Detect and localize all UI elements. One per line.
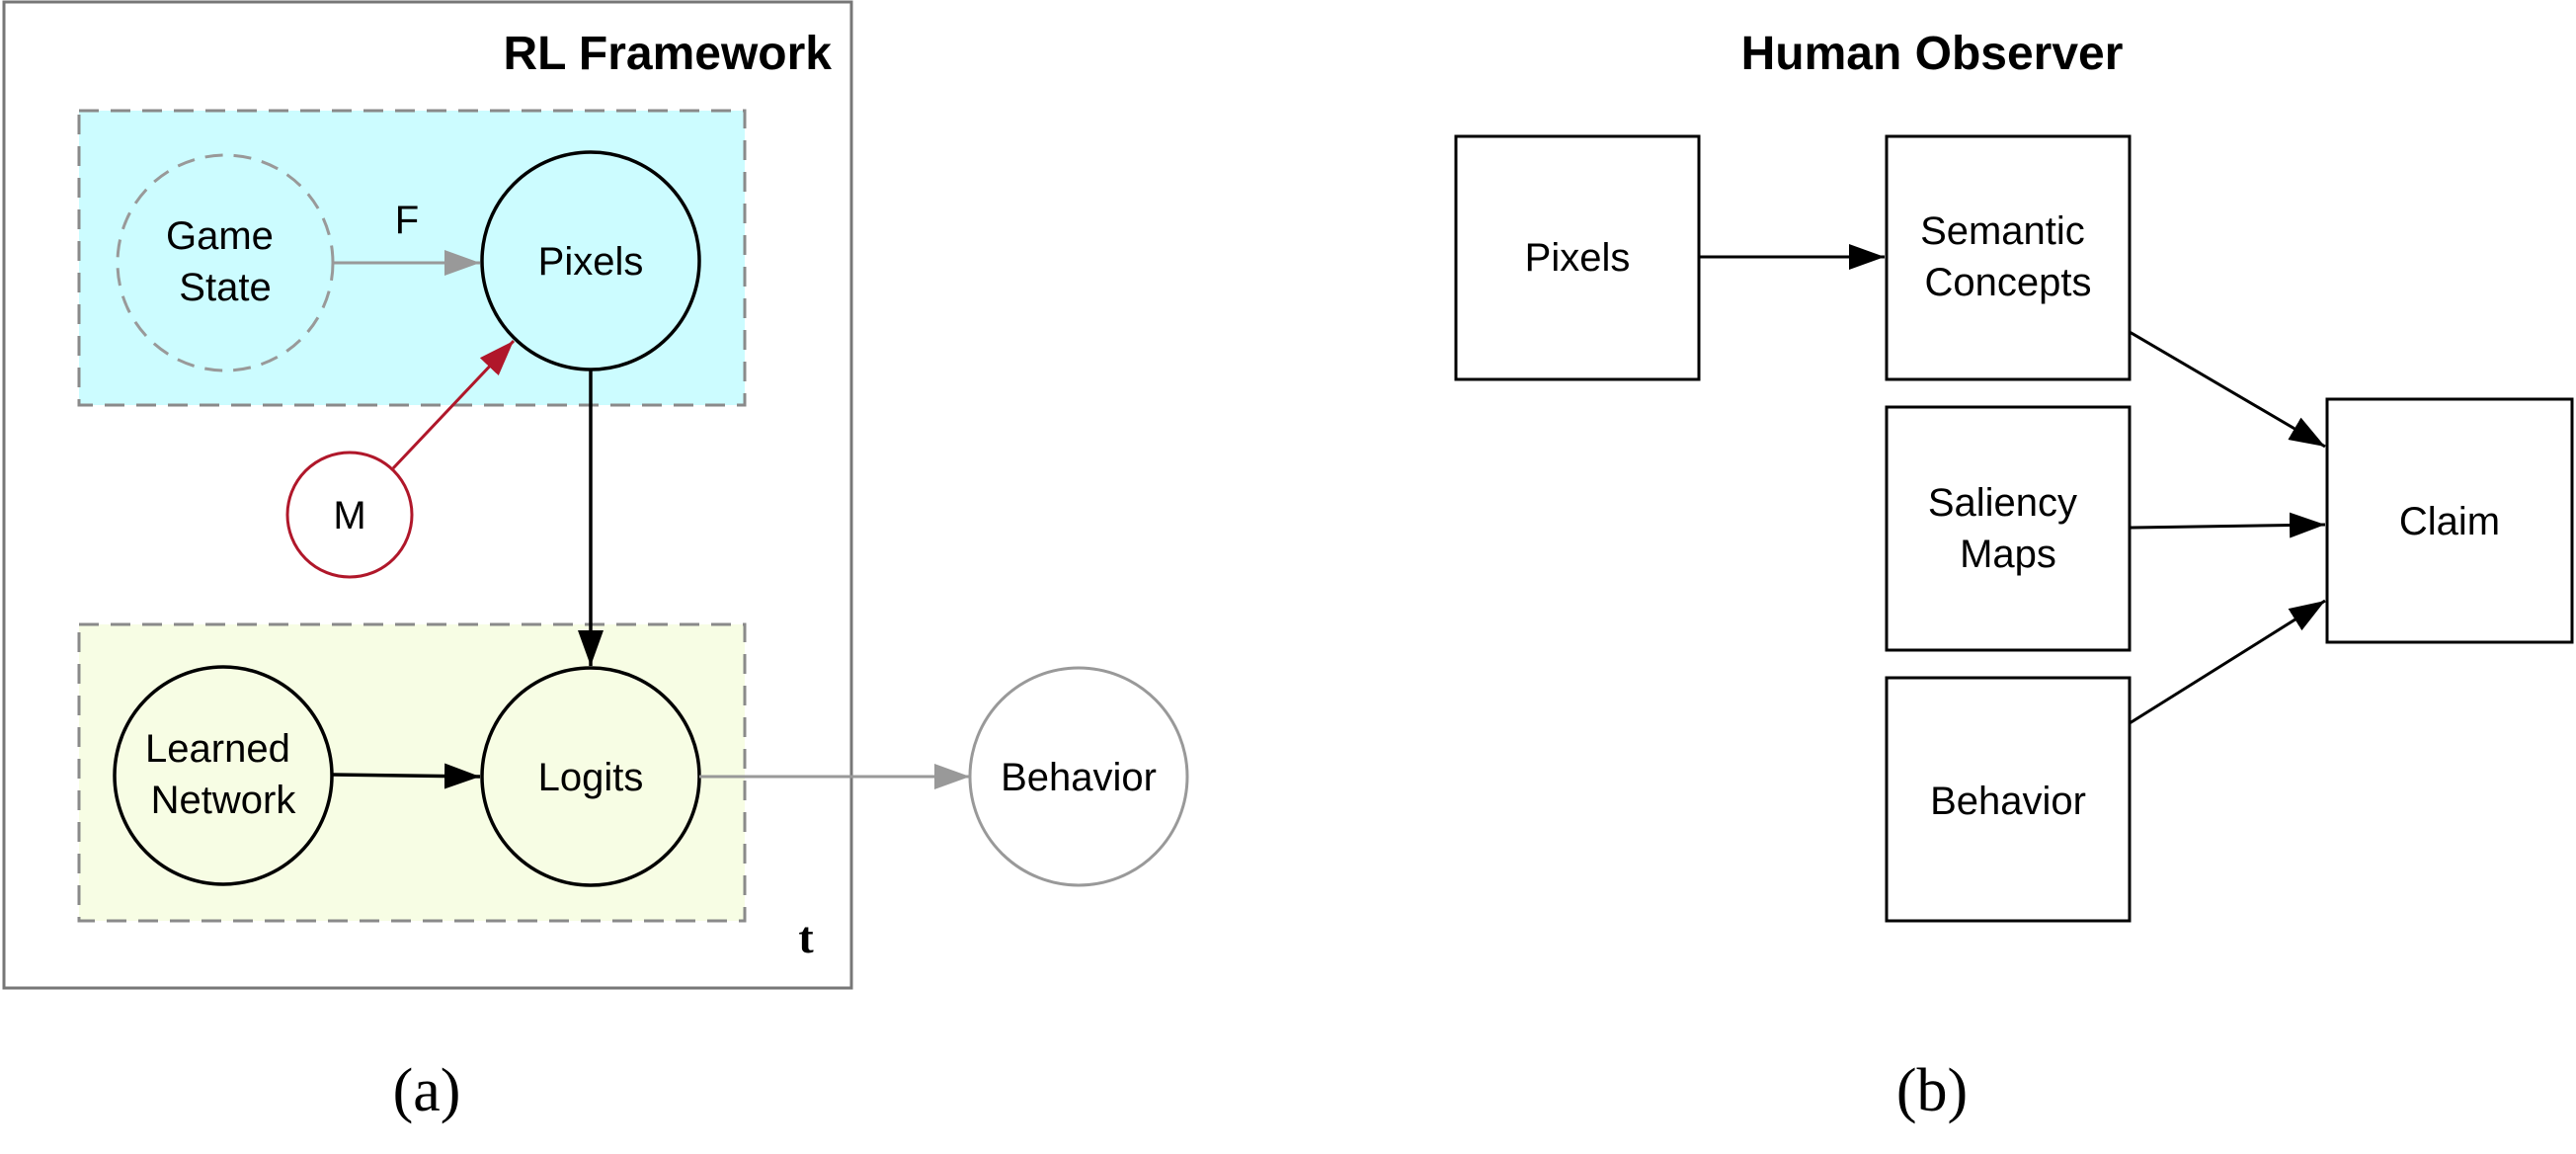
concepts-to-claim-edge xyxy=(2129,330,2326,449)
learned-network-label: Learned Network xyxy=(145,727,301,822)
saliency-maps-label: Saliency Maps xyxy=(1928,481,2088,576)
pixels-box xyxy=(1454,134,1701,381)
human-observer-title: Human Observer xyxy=(1741,28,2124,80)
logits-label: Logits xyxy=(538,756,644,799)
m-to-pixels-edge xyxy=(391,339,516,470)
semantic-concepts-label: Semantic Concepts xyxy=(1920,209,2096,304)
m-label: M xyxy=(333,494,365,537)
panel-a: RL Framework Game State F Pixels M Learn… xyxy=(2,0,1189,1124)
learned-network-node xyxy=(113,665,334,886)
network-to-logits-edge xyxy=(331,763,481,789)
behavior-box-label: Behavior xyxy=(1930,780,2086,823)
plate-label-t: t xyxy=(798,912,814,962)
pixels-box-label: Pixels xyxy=(1525,236,1631,280)
pixels-label: Pixels xyxy=(538,240,644,284)
m-node xyxy=(285,451,414,579)
panel-b: Human Observer Pixels Semantic Concepts … xyxy=(1454,28,2574,1124)
f-edge-label: F xyxy=(395,199,419,242)
saliency-to-claim-edge xyxy=(2129,512,2326,538)
rl-framework-title: RL Framework xyxy=(503,28,832,80)
behavior-box xyxy=(1885,676,2132,923)
claim-box-label: Claim xyxy=(2399,500,2500,543)
claim-box xyxy=(2325,397,2574,644)
saliency-maps-box xyxy=(1885,405,2132,652)
behavior-to-claim-edge xyxy=(2129,599,2326,725)
caption-a: (a) xyxy=(393,1057,461,1124)
behavior-label-a: Behavior xyxy=(1001,756,1157,799)
semantic-concepts-box xyxy=(1885,134,2132,381)
game-state-label: Game State xyxy=(166,214,284,309)
behavior-node-a xyxy=(968,666,1189,887)
caption-b: (b) xyxy=(1896,1057,1968,1124)
